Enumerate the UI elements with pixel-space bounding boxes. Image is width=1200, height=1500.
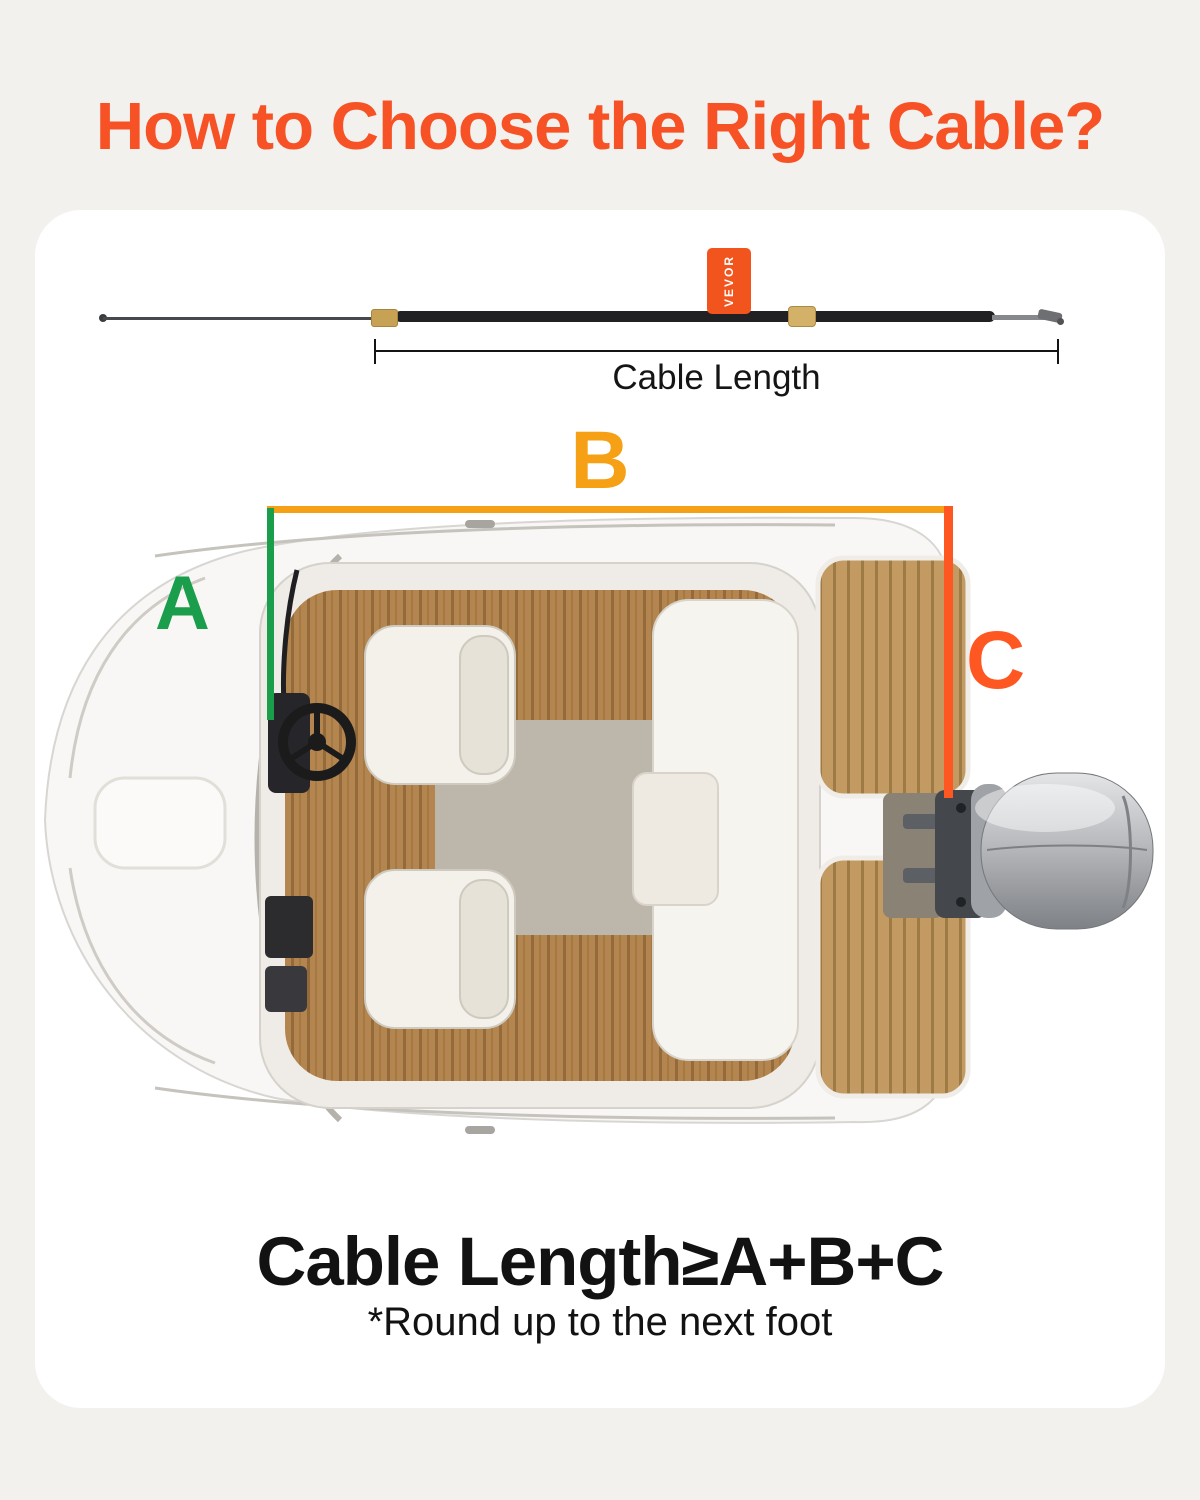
- foredeck-hatch: [93, 776, 227, 870]
- measure-label-b: B: [570, 415, 630, 506]
- helm-seat: [364, 625, 516, 785]
- vevor-tag: VEVOR: [707, 248, 751, 314]
- measure-line-b: [267, 506, 953, 513]
- bench-armrest: [632, 772, 719, 906]
- bow-rail-top: [154, 523, 836, 558]
- steering-wheel: [278, 703, 356, 781]
- cleat-bottom: [465, 1126, 495, 1134]
- dimension-tick-left: [374, 339, 376, 364]
- measure-label-c: C: [966, 615, 1026, 706]
- cockpit: [259, 562, 821, 1109]
- measure-line-c: [944, 506, 953, 798]
- page-title: How to Choose the Right Cable?: [95, 89, 1105, 164]
- cable-length-formula: Cable Length≥A+B+C: [256, 1223, 945, 1300]
- passenger-seat: [364, 869, 516, 1029]
- vevor-tag-label: VEVOR: [722, 254, 736, 307]
- cable-core-rod: [103, 317, 378, 320]
- dimension-tick-right: [1057, 339, 1059, 364]
- cleat-top: [465, 520, 495, 528]
- cable-end-pin: [1057, 318, 1064, 325]
- cable-brass-fitting-right: [788, 306, 816, 327]
- cable-end-rod: [992, 315, 1044, 320]
- cable-body: [395, 311, 995, 322]
- outboard-motor: [883, 772, 1154, 930]
- cable-length-label: Cable Length: [612, 358, 821, 397]
- bow-rail-bottom: [154, 1086, 836, 1120]
- formula-note: *Round up to the next foot: [367, 1300, 833, 1344]
- motor-cowling: [980, 772, 1154, 930]
- equipment-box: [265, 966, 307, 1012]
- measure-line-a: [267, 508, 274, 720]
- stern-bench: [632, 599, 799, 1061]
- motor-well: [883, 793, 943, 918]
- battery-box: [265, 896, 313, 958]
- cable-length-dimension-line: [375, 350, 1058, 352]
- cable-brass-fitting-left: [371, 309, 398, 327]
- measure-label-a: A: [155, 561, 210, 646]
